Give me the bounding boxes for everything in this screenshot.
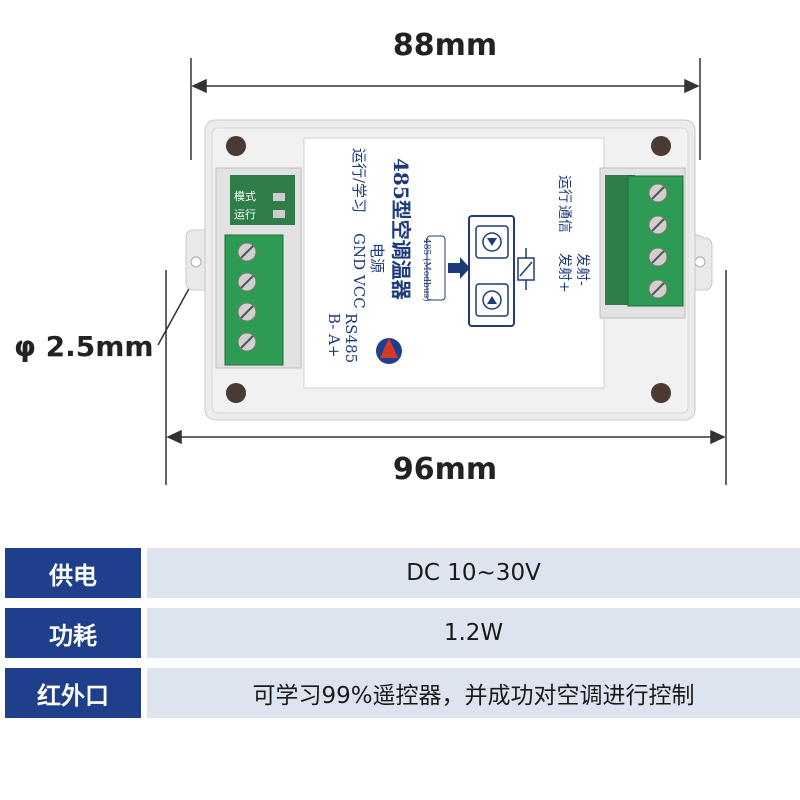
left-terminal-area: 模式 运行 [215,167,302,369]
bottom-width-dimension: 96mm [392,452,498,487]
power-pins-label: GND VCC [350,233,368,309]
up-arrow-icon [482,290,502,310]
right-comm-label: 通信 [556,205,572,233]
spec-key: 供电 [5,548,141,598]
spec-row-infrared: 红外口 可学习99%遥控器，并成功对空调进行控制 [5,668,800,718]
label-sticker: 运行/学习 GND VCC 电源 B- A+ RS485 485型空调温器 48… [303,137,605,389]
protocol-box [426,235,446,301]
bus-pins-label: B- A+ [325,313,343,358]
bus-label: RS485 [342,313,360,363]
top-width-dimension: 88mm [392,28,498,63]
spec-key: 红外口 [5,668,141,718]
top-dimension-line [190,58,701,160]
device-title: 485型空调温器 [389,158,413,301]
screw-hole-br [651,383,671,403]
emit-plus-label: 发射+ [556,253,572,293]
down-arrow-icon [482,232,502,252]
run-label: 运行 [234,208,256,221]
ir-panel [468,215,515,327]
spec-row-power: 供电 DC 10~30V [5,548,800,598]
mount-hole-right [694,256,706,268]
mount-hole-left [190,256,202,268]
right-run-label: 运行 [556,175,572,203]
spec-value: 可学习99%遥控器，并成功对空调进行控制 [147,668,800,718]
power-label: 电源 [368,243,386,273]
right-terminal-area [599,167,686,319]
run-learn-label: 运行/学习 [350,148,368,213]
relay-symbol-icon [517,248,535,290]
spec-value: DC 10~30V [147,548,800,598]
signal-arrow [448,257,470,279]
spec-key: 功耗 [5,608,141,658]
device-drawing: 模式 运行 运行/学习 GND VCC 电源 B- A+ RS485 485型空… [157,58,727,485]
hole-diameter-dimension: φ 2.5mm [14,330,154,363]
screw-hole-tl [226,136,246,156]
spec-row-consumption: 功耗 1.2W [5,608,800,658]
emit-minus-label: 发射- [574,253,590,286]
bottom-dimension-line [165,270,727,485]
screw-hole-bl [226,383,246,403]
screw-hole-tr [651,136,671,156]
mode-label: 模式 [234,190,256,203]
spec-value: 1.2W [147,608,800,658]
